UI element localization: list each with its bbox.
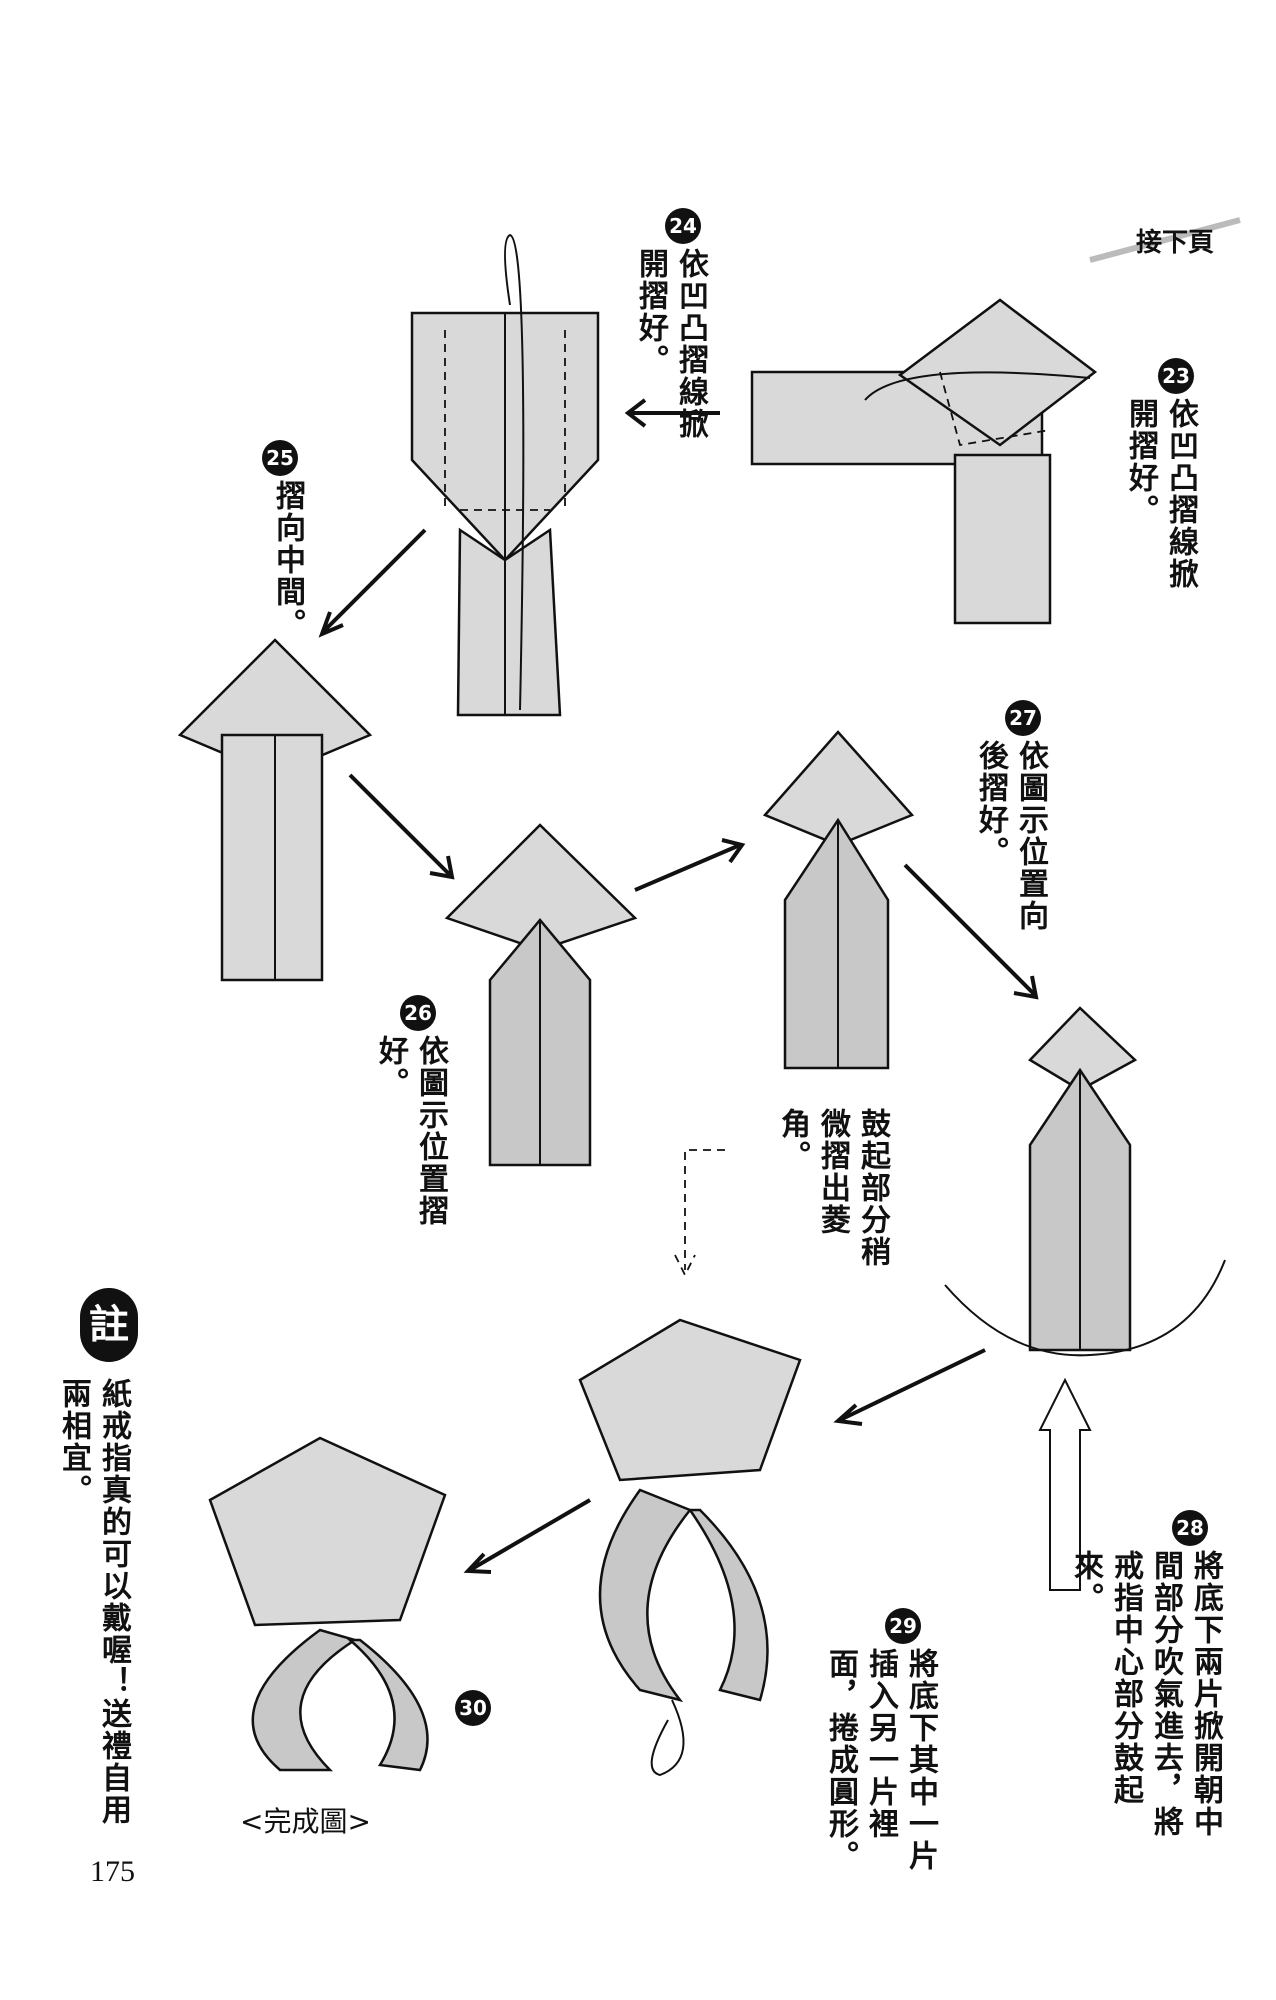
page-number: 175 — [90, 1855, 135, 1888]
step-29-text: 將底下其中一片插入另一片裡面，捲成圓形。 — [823, 1648, 938, 1872]
step-29-figure — [578, 1318, 802, 1703]
step-27-figure — [762, 730, 915, 1070]
step-28-text: 將底下兩片掀開朝中間部分吹氣進去，將戒指中心部分鼓起來。 — [1068, 1550, 1223, 1838]
step-26-text: 依圖示位置摺好。 — [373, 1035, 448, 1227]
note-text: 紙戒指真的可以戴喔！送禮自用兩相宜。 — [56, 1378, 131, 1826]
step-30-figure — [208, 1436, 447, 1772]
step-29-number: 29 — [885, 1608, 921, 1644]
step-30-number: 30 — [455, 1690, 491, 1726]
step-23-text: 依凹凸摺線掀開摺好。 — [1123, 398, 1198, 590]
step-24-number: 24 — [665, 208, 701, 244]
step-24-text: 依凹凸摺線掀開摺好。 — [633, 248, 708, 440]
step-27-text: 依圖示位置向後摺好。 — [973, 740, 1048, 932]
step-28-number: 28 — [1172, 1510, 1208, 1546]
step-26-number: 26 — [400, 995, 436, 1031]
step-25-text: 摺向中間。 — [270, 480, 305, 640]
step-27-number: 27 — [1005, 700, 1041, 736]
next-page-label: 接下頁 — [1136, 228, 1215, 258]
step-26-figure — [444, 823, 638, 1167]
finish-caption: <完成圖> — [240, 1805, 371, 1838]
step-25-number: 25 — [262, 440, 298, 476]
step-23-figure — [750, 298, 1098, 625]
step-25-figure — [177, 638, 373, 982]
step-23-number: 23 — [1158, 358, 1194, 394]
note-badge: 註 — [80, 1288, 138, 1362]
callout-text: 鼓起部分稍微摺出菱角。 — [775, 1108, 890, 1268]
step-28-figure — [944, 1006, 1226, 1357]
step-24-figure — [410, 233, 600, 717]
step-arrows — [318, 217, 1241, 1777]
